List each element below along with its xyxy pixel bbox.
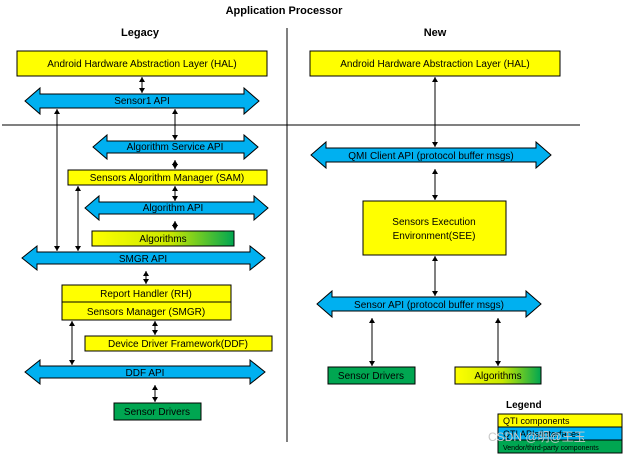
sensor-api-label: Sensor API (protocol buffer msgs) xyxy=(354,300,504,311)
sam-label: Sensors Algorithm Manager (SAM) xyxy=(90,173,245,184)
qmi-client-api-label: QMI Client API (protocol buffer msgs) xyxy=(348,151,513,162)
legend-label-vendor: Vendor/third-party components xyxy=(503,445,599,452)
algorithm-api-arrow xyxy=(84,194,269,222)
new-connectors xyxy=(371,77,499,366)
qmi-client-api-arrow xyxy=(310,140,552,170)
new-arrowheads xyxy=(369,77,501,366)
sensors-manager-box xyxy=(61,301,232,321)
see-label-line2: Environment(SEE) xyxy=(393,231,476,242)
sensor1-api-arrow xyxy=(24,86,260,116)
algorithm-service-api-arrow xyxy=(92,133,259,161)
see-label-line1: Sensors Execution xyxy=(392,217,475,228)
sensor1-api-label: Sensor1 API xyxy=(114,96,170,107)
new-sensor-drivers-box xyxy=(327,366,416,385)
legend-label-qti-components: QTI components xyxy=(503,416,570,426)
sensor-api-arrow xyxy=(316,289,542,319)
smgr-api-arrow xyxy=(21,244,266,272)
new-sensor-drivers-label: Sensor Drivers xyxy=(338,371,404,382)
heading-application-processor: Application Processor xyxy=(226,5,343,17)
algorithm-api-label: Algorithm API xyxy=(143,203,204,214)
heading-legacy: Legacy xyxy=(121,27,160,39)
legacy-hal-box xyxy=(16,50,268,77)
new-hal-label: Android Hardware Abstraction Layer (HAL) xyxy=(340,59,530,70)
legend-label-qti-apis: QTI APIs/interfaces xyxy=(503,429,581,439)
ddf-api-label: DDF API xyxy=(126,368,165,379)
legacy-algorithms-box xyxy=(91,230,235,247)
report-handler-label: Report Handler (RH) xyxy=(100,289,192,300)
see-box xyxy=(362,200,507,256)
ddf-label: Device Driver Framework(DDF) xyxy=(108,339,248,350)
ddf-api-arrow xyxy=(24,358,266,386)
new-hal-box xyxy=(309,50,561,77)
legacy-sensor-drivers-label: Sensor Drivers xyxy=(124,407,190,418)
new-algorithms-label: Algorithms xyxy=(474,371,521,382)
legend-title: Legend xyxy=(506,400,542,411)
ddf-box xyxy=(84,335,273,352)
sensors-manager-label: Sensors Manager (SMGR) xyxy=(87,307,205,318)
legacy-arrowheads xyxy=(54,77,178,402)
watermark: CSDN @明@王玉 xyxy=(488,430,586,444)
new-algorithms-box xyxy=(454,366,542,385)
sam-box xyxy=(67,169,268,186)
legend-item-vendor xyxy=(497,439,623,454)
legacy-algorithms-label: Algorithms xyxy=(139,234,186,245)
algorithm-service-api-label: Algorithm Service API xyxy=(127,142,224,153)
legacy-sensor-drivers-box xyxy=(113,402,202,421)
legacy-hal-label: Android Hardware Abstraction Layer (HAL) xyxy=(47,59,237,70)
smgr-api-label: SMGR API xyxy=(119,254,167,265)
heading-new: New xyxy=(424,27,447,39)
